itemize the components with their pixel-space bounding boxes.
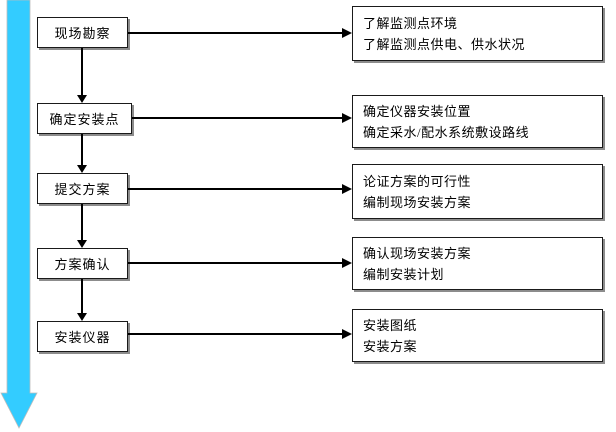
step-label: 现场勘察 [54,26,111,41]
connector-line [81,48,83,95]
detail-line: 确定仪器安装位置 [363,103,472,119]
timeline-down-arrow-icon [0,0,38,429]
detail-line: 论证方案的可行性 [363,173,472,189]
detail-line: 安装图纸 [363,317,418,333]
step-label: 方案确认 [54,257,111,272]
connector-line [128,262,343,264]
connector-line [128,32,343,34]
step-label: 确定安装点 [49,112,120,127]
detail-box-site-survey: 了解监测点环境 了解监测点供电、供水状况 [352,6,603,61]
detail-box-plan-confirmation: 确认现场安装方案 编制安装计划 [352,237,603,290]
detail-line: 了解监测点环境 [363,15,458,31]
arrowhead-down-icon [77,313,87,321]
detail-line: 编制现场安装方案 [363,194,472,210]
arrowhead-down-icon [77,165,87,173]
detail-line: 安装方案 [363,338,418,354]
step-box-determine-install-point: 确定安装点 [37,103,132,134]
detail-box-determine-install-point: 确定仪器安装位置 确定采水/配水系统敷设路线 [352,95,603,148]
connector-line [132,117,343,119]
arrowhead-right-icon [342,184,352,194]
connector-line [81,279,83,313]
arrowhead-right-icon [342,258,352,268]
arrowhead-down-icon [77,95,87,103]
arrowhead-right-icon [342,329,352,339]
step-label: 安装仪器 [54,330,111,345]
connector-line [81,204,83,240]
connector-line [81,134,83,165]
arrowhead-right-icon [342,113,352,123]
detail-line: 编制安装计划 [363,266,445,282]
arrowhead-down-icon [77,240,87,248]
detail-line: 确认现场安装方案 [363,245,472,261]
step-label: 提交方案 [54,182,111,197]
step-box-plan-confirmation: 方案确认 [37,248,128,279]
detail-line: 了解监测点供电、供水状况 [363,36,526,52]
step-box-site-survey: 现场勘察 [37,17,128,48]
detail-box-submit-plan: 论证方案的可行性 编制现场安装方案 [352,164,603,219]
detail-box-install-instruments: 安装图纸 安装方案 [352,309,603,362]
connector-line [128,188,343,190]
step-box-submit-plan: 提交方案 [37,173,128,204]
step-box-install-instruments: 安装仪器 [37,321,128,352]
arrowhead-right-icon [342,28,352,38]
detail-line: 确定采水/配水系统敷设路线 [363,124,530,140]
connector-line [128,333,343,335]
